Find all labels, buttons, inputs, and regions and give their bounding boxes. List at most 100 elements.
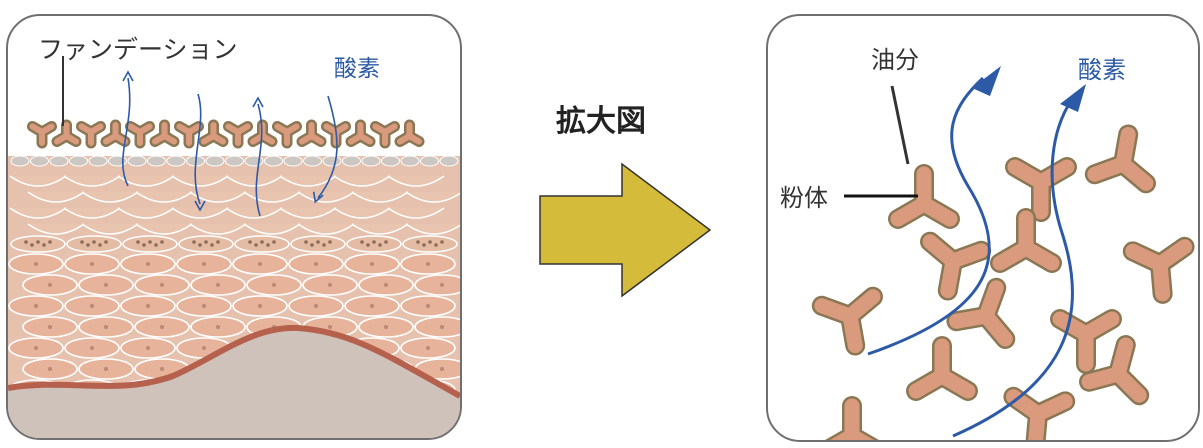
powder-particle <box>825 396 879 440</box>
flat-cell <box>81 191 139 203</box>
granule-dot <box>266 243 270 247</box>
granule-dot <box>384 240 388 244</box>
magnified-illustration <box>811 66 1195 440</box>
zoom-label: 拡大図 <box>556 104 646 139</box>
powder-particles <box>811 124 1195 440</box>
particle-body <box>1125 239 1193 302</box>
foundation-particle <box>124 121 156 149</box>
oxygen-arrowhead <box>194 200 206 212</box>
corneum-flake <box>361 155 381 167</box>
cell-nucleus <box>258 262 262 266</box>
flat-cell <box>351 223 409 235</box>
cell-nucleus <box>146 304 150 308</box>
corneum-flake <box>283 155 303 167</box>
foundation-particle <box>271 121 303 149</box>
cell-nucleus <box>370 262 374 266</box>
flat-cell <box>387 175 445 187</box>
cell-nucleus <box>34 346 38 350</box>
particle-body <box>225 123 251 146</box>
flat-cell <box>63 207 121 219</box>
corneum-flake <box>166 155 186 167</box>
flat-cell <box>27 223 85 235</box>
flat-cell <box>225 175 283 187</box>
oil-leader-line <box>890 85 910 165</box>
particle-body <box>102 122 129 145</box>
granular-cell <box>66 235 122 253</box>
granular-cell <box>10 235 66 253</box>
cell-nucleus <box>90 262 94 266</box>
granule-dot <box>192 240 196 244</box>
particle-body <box>200 122 227 145</box>
particle-body <box>1087 126 1154 191</box>
oxygen-label-left: 酸素 <box>334 56 380 82</box>
granule-dot <box>48 240 52 244</box>
cell-nucleus <box>146 346 150 350</box>
oxygen-flow-arrows <box>867 66 1086 438</box>
flat-cell <box>171 207 229 219</box>
powder-particle <box>1122 236 1195 304</box>
flat-cell <box>135 191 193 203</box>
granule-dot <box>136 240 140 244</box>
particle-body <box>948 280 1013 347</box>
flat-cell <box>63 175 121 187</box>
cell-nucleus <box>104 367 108 371</box>
granule-dot <box>248 240 252 244</box>
cell-nucleus <box>216 283 220 287</box>
cell-nucleus <box>440 325 444 329</box>
granule-dot <box>434 243 438 247</box>
granule-dot <box>42 243 46 247</box>
granule-dot <box>142 243 146 247</box>
flat-cell <box>333 175 391 187</box>
flat-cell <box>405 223 460 235</box>
foundation-particle-layer <box>26 119 425 149</box>
granule-dot <box>416 240 420 244</box>
particle-body <box>347 122 374 145</box>
granular-cell <box>346 235 402 253</box>
granule-dot <box>92 240 96 244</box>
foundation-particle <box>26 121 58 149</box>
corneum-flake <box>88 155 108 167</box>
granule-dot <box>154 243 158 247</box>
particle-body <box>53 122 80 145</box>
oxygen-arrow-path <box>194 93 202 205</box>
corneum-flake <box>381 155 400 167</box>
skin-cell <box>414 316 460 338</box>
cell-nucleus <box>104 325 108 329</box>
granule-dot <box>160 240 164 244</box>
granule-dot <box>254 243 258 247</box>
flat-cell <box>117 207 175 219</box>
granule-dot <box>372 240 376 244</box>
powder-particle <box>990 208 1062 273</box>
corneum-flake <box>127 155 147 167</box>
granule-dot <box>322 243 326 247</box>
particle-body <box>127 123 153 146</box>
granule-dot <box>428 240 432 244</box>
skin-cell <box>414 274 460 296</box>
flat-cell <box>225 207 283 219</box>
particle-body <box>396 122 423 145</box>
powder-particle <box>920 231 992 301</box>
skin-cross-section-panel: ファンデーション 酸素 <box>6 14 462 440</box>
granule-dot <box>148 240 152 244</box>
foundation-particle <box>198 119 229 147</box>
cell-nucleus <box>440 367 444 371</box>
particle-body <box>1007 159 1075 220</box>
flat-cell <box>171 175 229 187</box>
granular-cell <box>122 235 178 253</box>
granular-cell <box>178 235 234 253</box>
oxygen-arrowhead <box>1060 84 1086 112</box>
oxygen-arrowhead <box>252 96 264 108</box>
granule-dot <box>316 240 320 244</box>
dermis-layer <box>8 327 460 438</box>
flat-cell <box>117 175 175 187</box>
granular-cell <box>234 235 290 253</box>
foundation-particle <box>75 121 107 149</box>
powder-particle <box>906 336 978 401</box>
granule-dot <box>378 243 382 247</box>
foundation-particle <box>149 119 180 147</box>
cell-nucleus <box>160 367 164 371</box>
oil-label: 油分 <box>871 46 919 74</box>
cell-nucleus <box>90 346 94 350</box>
cell-nucleus <box>272 283 276 287</box>
stratum-corneum <box>10 155 459 167</box>
